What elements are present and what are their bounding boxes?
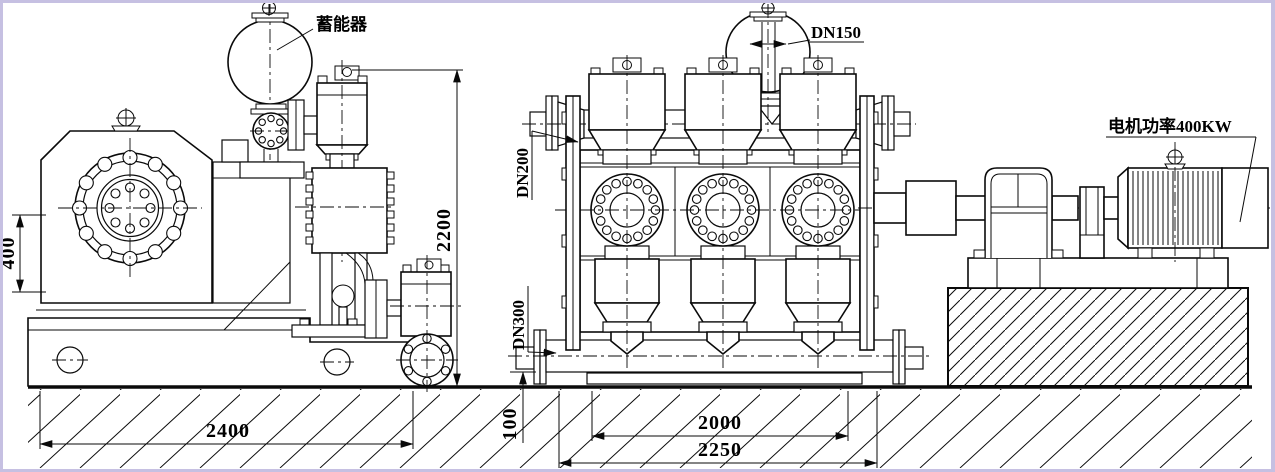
crankcase-flange (58, 138, 202, 280)
front-skid-bar (586, 372, 863, 385)
accumulator-label: 蓄能器 (316, 14, 368, 34)
callout-labels: 蓄能器 DN150 DN200 DN300 电机功率400KW (316, 14, 1257, 357)
electric-motor (1117, 142, 1269, 262)
dim-2250: 2250 (698, 439, 742, 461)
drawing-sheet: 400 2400 2200 100 2000 2250 蓄能器 (3, 3, 1271, 469)
front-view (508, 3, 930, 385)
dimensions: 400 2400 2200 100 2000 2250 (3, 69, 878, 468)
dn150-label: DN150 (811, 23, 861, 42)
discharge-flange-face (250, 112, 292, 162)
motor-power-label: 电机功率400KW (1108, 116, 1232, 136)
left-side-view (27, 3, 462, 392)
frame-extension (212, 161, 291, 304)
suction-valve-side (364, 255, 462, 392)
concrete-foundation (947, 287, 1249, 387)
lifting-eye-icon (111, 108, 141, 132)
coupling (1079, 186, 1121, 259)
dim-2000: 2000 (698, 412, 742, 434)
drive-train (858, 142, 1270, 387)
dim-400: 400 (3, 237, 19, 270)
ground (28, 385, 1252, 469)
motor-baseplate (967, 257, 1229, 289)
dim-2400: 2400 (206, 420, 250, 442)
suction-elbow (291, 252, 374, 338)
dn200-label: DN200 (513, 148, 532, 198)
pump-assembly-drawing: 400 2400 2200 100 2000 2250 蓄能器 (3, 3, 1270, 469)
dim-100: 100 (499, 408, 521, 441)
bearing-pedestal (973, 167, 1064, 259)
dim-2200: 2200 (433, 208, 455, 252)
dn300-label: DN300 (509, 300, 528, 350)
fluid-end-block (295, 167, 395, 254)
accumulator-leader (276, 28, 314, 51)
motor-fins (1132, 171, 1219, 245)
